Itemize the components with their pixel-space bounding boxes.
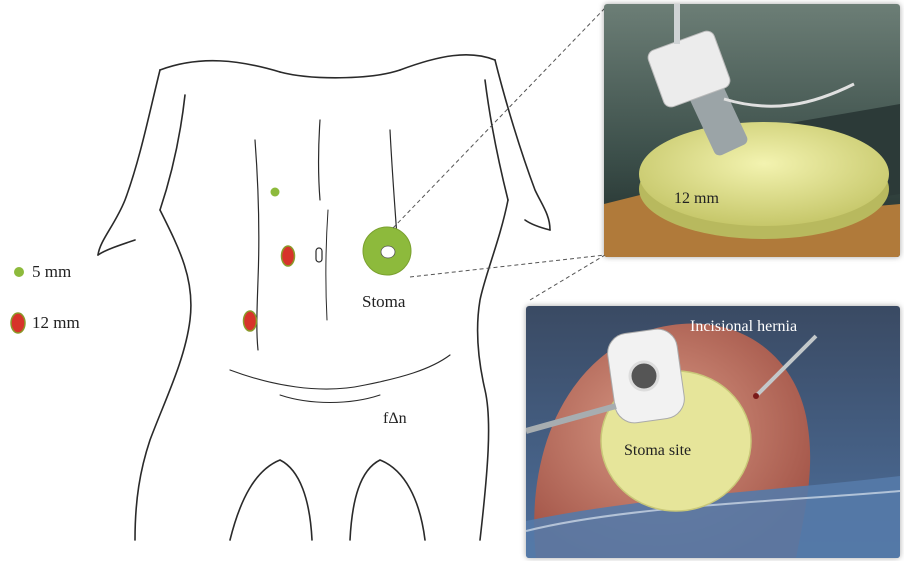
stoma-site-label: Stoma site <box>624 442 691 460</box>
photo-trocar-port: 12 mm <box>604 4 900 257</box>
photo-stoma-site: Incisional hernia Stoma site <box>526 306 900 558</box>
hernia-label: Incisional hernia <box>690 318 797 336</box>
trocar-caption: 12 mm <box>674 190 719 208</box>
